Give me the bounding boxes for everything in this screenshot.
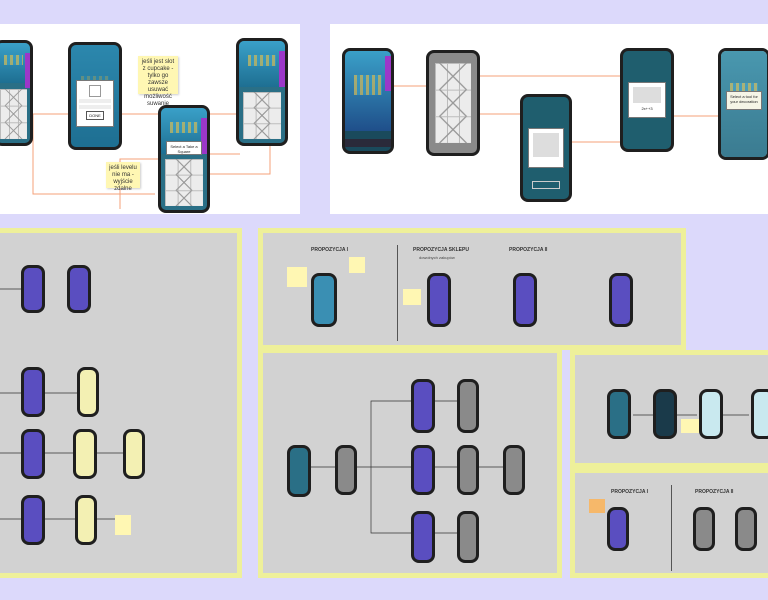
phone-level-view[interactable] — [342, 48, 394, 154]
phone-gameplay-1[interactable] — [0, 40, 33, 146]
phone-purple-9[interactable] — [75, 495, 97, 545]
phone-flow-b3[interactable] — [503, 445, 525, 495]
phone-purple-7[interactable] — [123, 429, 145, 479]
board-proposals-top: PROPOZYCJA I PROPOZYCJA SKLEPU dowolnych… — [258, 228, 686, 350]
sticky-note-1 — [287, 267, 307, 287]
phone-purple-3[interactable] — [21, 367, 45, 417]
phone-right-4[interactable] — [751, 389, 768, 439]
phone-right-2[interactable] — [653, 389, 677, 439]
sticky-note-2 — [349, 257, 365, 273]
phone-wireframe-grid[interactable] — [426, 50, 480, 156]
phone-right-1[interactable] — [607, 389, 631, 439]
divider — [397, 245, 398, 341]
done-button[interactable]: DONE — [86, 111, 104, 120]
phone-flow-b2[interactable] — [457, 445, 479, 495]
heading-proposition-2: PROPOZYCJA II — [509, 247, 547, 253]
phone-proposal-shop[interactable] — [427, 273, 451, 327]
heading-shop: PROPOZYCJA SKLEPU — [413, 247, 469, 253]
board-top-left: DONE jeśli jest slot z cupcake - tylko g… — [0, 24, 300, 214]
heading-right-proposition-2: PROPOZYCJA II — [695, 489, 733, 495]
phone-decoration[interactable]: Select a tool for your decoration — [718, 48, 768, 160]
select-popup: Select a Take a Square — [166, 141, 203, 155]
divider — [671, 485, 672, 571]
phone-right-prop-3[interactable] — [735, 507, 757, 551]
phone-flow-a2[interactable] — [457, 379, 479, 433]
phone-flow-b1[interactable] — [411, 445, 435, 495]
phone-proposal-3[interactable] — [609, 273, 633, 327]
phone-right-prop-2[interactable] — [693, 507, 715, 551]
sticky-note-right — [681, 419, 699, 433]
phone-flow-menu[interactable] — [335, 445, 357, 495]
sticky-note-slot: jeśli jest slot z cupcake - tylko go zaw… — [138, 56, 178, 94]
phone-proposal-1[interactable] — [311, 273, 337, 327]
board-flow-middle — [258, 348, 562, 578]
phone-purple-2[interactable] — [67, 265, 91, 313]
phone-flow-a1[interactable] — [411, 379, 435, 433]
phone-right-prop-1[interactable] — [607, 507, 629, 551]
phone-purple-1[interactable] — [21, 265, 45, 313]
phone-purple-5[interactable] — [21, 429, 45, 479]
phone-popup-dialog[interactable]: DONE — [68, 42, 122, 150]
subheading-shop: dowolnych zakupów — [419, 255, 455, 260]
dialog-popup: DONE — [76, 80, 114, 127]
phone-count-popup[interactable]: 2x++3 — [620, 48, 674, 152]
heading-right-proposition-1: PROPOZYCJA I — [611, 489, 648, 495]
board-right-flow — [570, 350, 768, 468]
sticky-note-small — [115, 515, 131, 535]
board-bottom-left — [0, 228, 242, 578]
decoration-popup: Select a tool for your decoration — [726, 91, 763, 110]
phone-flow-c1[interactable] — [411, 511, 435, 563]
phone-right-3[interactable] — [699, 389, 723, 439]
phone-purple-4[interactable] — [77, 367, 99, 417]
phone-purple-8[interactable] — [21, 495, 45, 545]
phone-flow-start[interactable] — [287, 445, 311, 497]
board-right-proposals: PROPOZYCJA I PROPOZYCJA II — [570, 468, 768, 578]
sticky-note-exit: jeśli levelu nie ma - wyjście zdalne — [106, 162, 140, 188]
phone-gameplay-2[interactable] — [236, 38, 288, 146]
phone-proposal-2[interactable] — [513, 273, 537, 327]
count-label: 2x++3 — [631, 105, 663, 112]
sticky-note-orange — [589, 499, 605, 513]
phone-purple-6[interactable] — [73, 429, 97, 479]
sticky-note-3 — [403, 289, 421, 305]
phone-wireframe-popup[interactable] — [520, 94, 572, 202]
phone-flow-c2[interactable] — [457, 511, 479, 563]
phone-select-square[interactable]: Select a Take a Square — [158, 105, 210, 213]
board-top-right: 2x++3 Select a tool for your decoration — [330, 24, 768, 214]
heading-proposition-1: PROPOZYCJA I — [311, 247, 348, 253]
